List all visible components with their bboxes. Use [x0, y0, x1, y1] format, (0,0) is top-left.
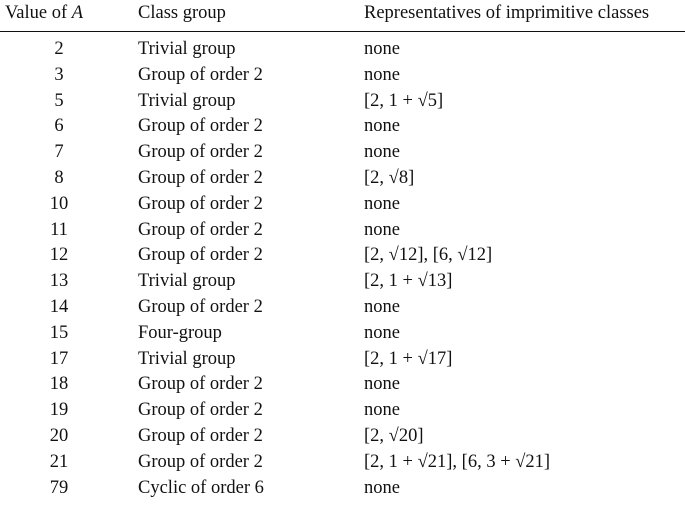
table-row: 79 Cyclic of order 6 none — [0, 476, 685, 502]
cell-class-group: Group of order 2 — [138, 116, 263, 137]
table-row: 13 Trivial group [2, 1 + √13] — [0, 269, 685, 295]
cell-class-group: Group of order 2 — [138, 374, 263, 395]
table-row: 6 Group of order 2 none — [0, 114, 685, 140]
table-row: 11 Group of order 2 none — [0, 218, 685, 244]
cell-value-a: 20 — [49, 425, 69, 446]
cell-class-group: Group of order 2 — [138, 245, 263, 266]
cell-class-group: Group of order 2 — [138, 425, 263, 446]
cell-representatives: none — [364, 374, 400, 395]
table-header: Value of A Class group Representatives o… — [0, 0, 685, 30]
cell-value-a: 79 — [49, 477, 69, 498]
cell-class-group: Group of order 2 — [138, 400, 263, 421]
cell-class-group: Group of order 2 — [138, 193, 263, 214]
cell-value-a: 21 — [49, 451, 69, 472]
cell-representatives: [2, 1 + √17] — [364, 348, 453, 369]
table-row: 7 Group of order 2 none — [0, 140, 685, 166]
cell-representatives: none — [364, 477, 400, 498]
table-row: 10 Group of order 2 none — [0, 192, 685, 218]
cell-class-group: Cyclic of order 6 — [138, 477, 264, 498]
cell-representatives: none — [364, 400, 400, 421]
table-row: 2 Trivial group none — [0, 37, 685, 63]
cell-value-a: 18 — [49, 374, 69, 395]
cell-class-group: Group of order 2 — [138, 219, 263, 240]
cell-representatives: none — [364, 193, 400, 214]
cell-class-group: Group of order 2 — [138, 451, 263, 472]
cell-value-a: 14 — [49, 296, 69, 317]
cell-class-group: Group of order 2 — [138, 142, 263, 163]
cell-value-a: 15 — [49, 322, 69, 343]
table-row: 19 Group of order 2 none — [0, 398, 685, 424]
cell-value-a: 2 — [54, 39, 64, 59]
table-row: 12 Group of order 2 [2, √12], [6, √12] — [0, 243, 685, 269]
cell-value-a: 8 — [54, 167, 64, 188]
cell-class-group: Group of order 2 — [138, 296, 263, 317]
cell-class-group: Trivial group — [138, 271, 236, 292]
cell-representatives: none — [364, 296, 400, 317]
table-row: 5 Trivial group [2, 1 + √5] — [0, 89, 685, 115]
cell-value-a: 7 — [54, 142, 64, 163]
cell-value-a: 19 — [49, 400, 69, 421]
table-row: 14 Group of order 2 none — [0, 295, 685, 321]
cell-class-group: Trivial group — [138, 39, 236, 59]
header-class-group: Class group — [138, 3, 226, 23]
cell-representatives: [2, 1 + √5] — [364, 90, 444, 111]
cell-class-group: Trivial group — [138, 90, 236, 111]
cell-class-group: Trivial group — [138, 348, 236, 369]
cell-value-a: 10 — [49, 193, 69, 214]
cell-representatives: [2, 1 + √21], [6, 3 + √21] — [364, 451, 551, 472]
cell-value-a: 11 — [50, 219, 68, 240]
cell-representatives: [2, √8] — [364, 167, 415, 188]
header-rule — [0, 31, 685, 32]
cell-representatives: none — [364, 219, 400, 240]
cell-representatives: none — [364, 142, 400, 163]
table-row: 18 Group of order 2 none — [0, 372, 685, 398]
header-value-of-label: Value of — [5, 3, 72, 23]
cell-representatives: none — [364, 322, 400, 343]
cell-class-group: Group of order 2 — [138, 64, 263, 85]
table-row: 17 Trivial group [2, 1 + √17] — [0, 347, 685, 373]
cell-representatives: [2, √12], [6, √12] — [364, 245, 493, 266]
header-variable-a: A — [71, 3, 84, 23]
table-row: 21 Group of order 2 [2, 1 + √21], [6, 3 + … — [0, 450, 685, 476]
cell-value-a: 12 — [49, 245, 69, 266]
header-representatives: Representatives of imprimitive classes — [364, 3, 650, 23]
table-row: 20 Group of order 2 [2, √20] — [0, 424, 685, 450]
table-row: 8 Group of order 2 [2, √8] — [0, 166, 685, 192]
table-row: 15 Four-group none — [0, 321, 685, 347]
cell-value-a: 17 — [49, 348, 69, 369]
cell-representatives: none — [364, 39, 400, 59]
cell-representatives: none — [364, 64, 400, 85]
cell-value-a: 5 — [54, 90, 64, 111]
cell-value-a: 3 — [54, 64, 64, 85]
cell-value-a: 13 — [49, 271, 69, 292]
cell-representatives: [2, 1 + √13] — [364, 271, 453, 292]
cell-value-a: 6 — [54, 116, 64, 137]
cell-class-group: Four-group — [138, 322, 222, 343]
cell-representatives: [2, √20] — [364, 425, 424, 446]
header-value-of-a: Value of A — [5, 0, 83, 26]
cell-representatives: none — [364, 116, 400, 137]
cell-class-group: Group of order 2 — [138, 167, 263, 188]
table-row: 3 Group of order 2 none — [0, 63, 685, 89]
